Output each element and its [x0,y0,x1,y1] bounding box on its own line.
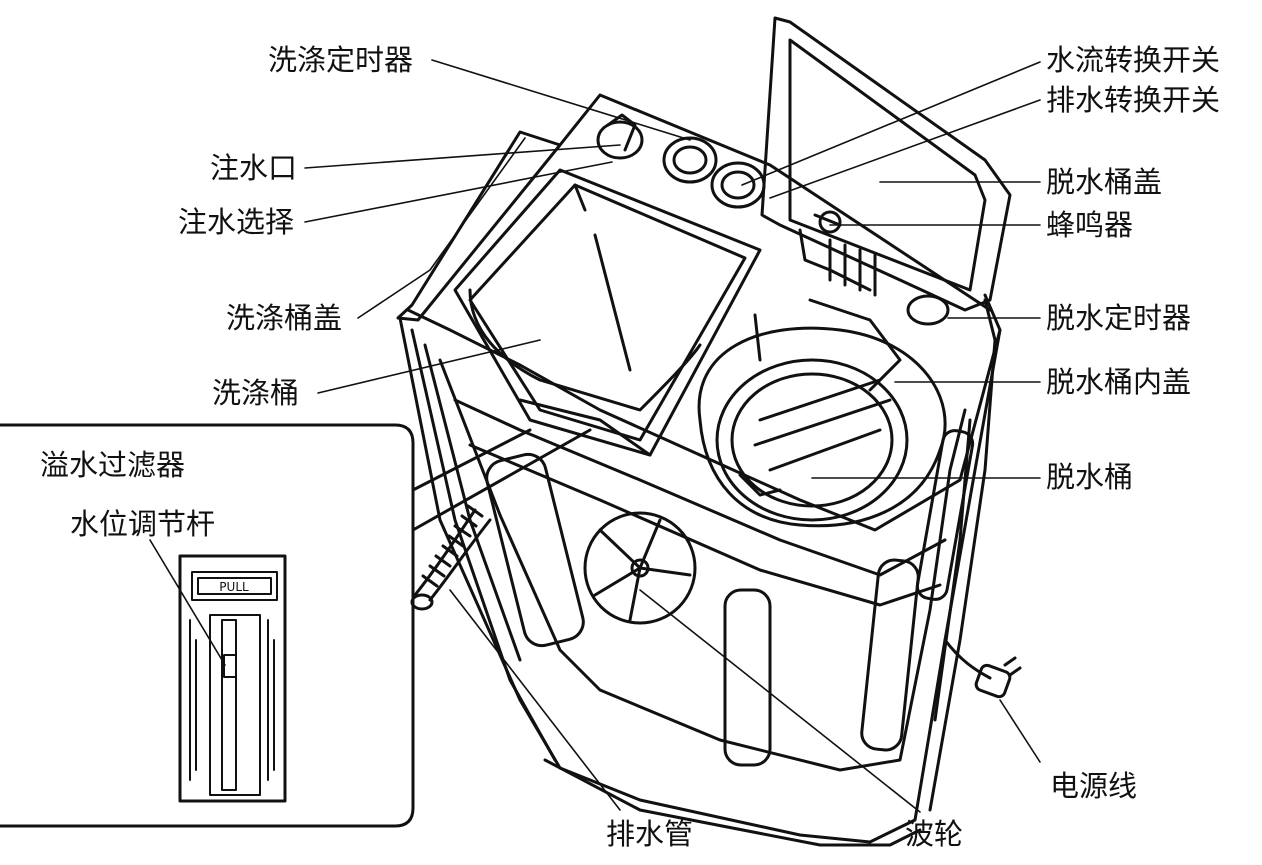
label-wash-tub-lid: 洗涤桶盖 [226,301,343,335]
wash-tub-shape [453,93,992,457]
label-wash-timer: 洗涤定时器 [268,43,414,77]
label-overflow-filter: 溢水过滤器 [40,448,186,482]
label-water-inlet: 注水口 [210,151,298,185]
drain-hose-shape [410,504,492,611]
label-wash-tub: 洗涤桶 [212,376,300,410]
leader-lines [149,59,1041,813]
label-water-flow-switch: 水流转换开关 [1046,43,1221,77]
spin-tub-shape [697,298,947,528]
filter-pull-text: PULL [219,580,249,594]
label-water-level-lever: 水位调节杆 [70,507,216,541]
machine-body [396,130,1002,847]
power-cord-shape [943,638,1022,699]
label-drain-hose: 排水管 [606,817,694,851]
label-water-inlet-select: 注水选择 [178,205,295,239]
label-spin-timer: 脱水定时器 [1046,301,1192,335]
label-spin-tub: 脱水桶 [1046,460,1134,494]
inset-box [0,423,592,828]
label-buzzer: 蜂鸣器 [1046,208,1134,242]
label-spin-tub-inner-lid: 脱水桶内盖 [1046,365,1192,399]
label-power-cord: 电源线 [1050,769,1138,803]
label-pulsator: 波轮 [905,817,964,851]
spin-tub-lid-shape [760,16,1012,312]
label-drain-switch: 排水转换开关 [1046,83,1221,117]
label-spin-tub-lid: 脱水桶盖 [1046,165,1163,199]
